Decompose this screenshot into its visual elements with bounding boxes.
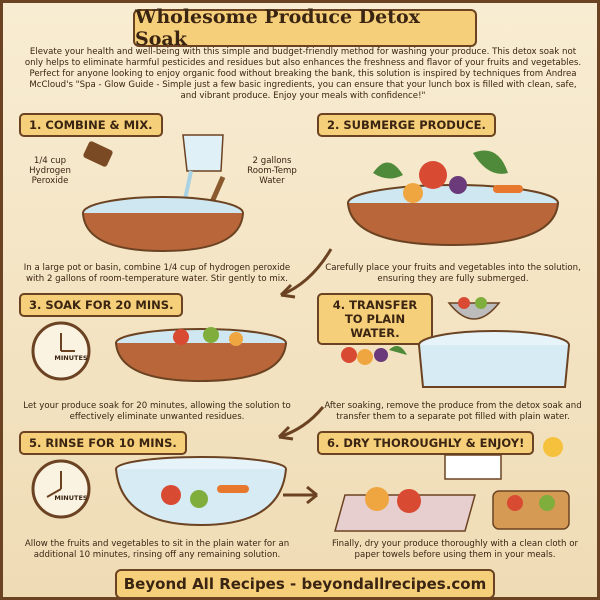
step-1-illustration	[82, 134, 244, 253]
mixing-pot-icon	[82, 196, 244, 253]
title-banner: Wholesome Produce Detox Soak	[133, 6, 477, 50]
soaking-pot-icon	[115, 327, 287, 383]
timer-clock-icon	[31, 459, 91, 519]
step-4-label: 4. TRANSFER TO PLAIN WATER.	[317, 293, 433, 345]
step-6-label: 6. DRY THOROUGHLY & ENJOY!	[317, 431, 535, 455]
step-5-timer-label: MINUTES	[54, 494, 88, 502]
step-4-illustration	[341, 297, 570, 388]
timer-clock-icon	[31, 321, 91, 381]
step-1-note-peroxide: 1/4 cup Hydrogen Peroxide	[29, 156, 71, 186]
paper-towels-icon	[444, 454, 502, 480]
step-5-label: 5. RINSE FOR 10 MINS.	[19, 431, 187, 455]
footer-text: Beyond All Recipes - beyondallrecipes.co…	[123, 575, 487, 593]
arrow-icon	[283, 485, 318, 505]
step-2-caption: Carefully place your fruits and vegetabl…	[325, 263, 581, 284]
plain-water-pot-icon	[418, 330, 570, 388]
arrow-icon	[277, 406, 325, 441]
step-3-label: 3. SOAK FOR 20 MINS.	[19, 293, 184, 317]
sun-icon	[543, 437, 563, 457]
produce-pot-icon	[347, 184, 559, 247]
step-1-caption: In a large pot or basin, combine 1/4 cup…	[23, 263, 291, 284]
intro-text: Elevate your health and well-being with …	[24, 47, 582, 101]
step-3-illustration	[31, 321, 287, 383]
step-3-timer-label: MINUTES	[54, 354, 88, 362]
lunch-box-icon	[492, 490, 570, 530]
step-6-caption: Finally, dry your produce thoroughly wit…	[331, 539, 579, 560]
fruits-vegetables-icon	[373, 150, 523, 203]
colander-icon	[447, 297, 501, 320]
step-5-illustration	[31, 456, 287, 527]
step-2-illustration	[347, 150, 559, 247]
step-4-caption: After soaking, remove the produce from t…	[324, 401, 582, 422]
checkered-cloth-icon	[334, 487, 476, 532]
step-1-note-water: 2 gallons Room-Temp Water	[247, 156, 297, 186]
footer-banner: Beyond All Recipes - beyondallrecipes.co…	[115, 569, 495, 599]
step-2-label: 2. SUBMERGE PRODUCE.	[317, 113, 496, 137]
produce-pile-icon	[341, 346, 407, 365]
step-3-caption: Let your produce soak for 20 minutes, al…	[23, 401, 291, 422]
peroxide-bottle-icon	[83, 141, 113, 167]
glass-bowl-icon	[115, 456, 287, 527]
step-1-label: 1. COMBINE & MIX.	[19, 113, 163, 137]
step-6-illustration	[334, 437, 570, 532]
page-title: Wholesome Produce Detox Soak	[135, 6, 420, 50]
arrow-icon	[279, 248, 333, 299]
step-5-caption: Allow the fruits and vegetables to sit i…	[24, 539, 290, 560]
